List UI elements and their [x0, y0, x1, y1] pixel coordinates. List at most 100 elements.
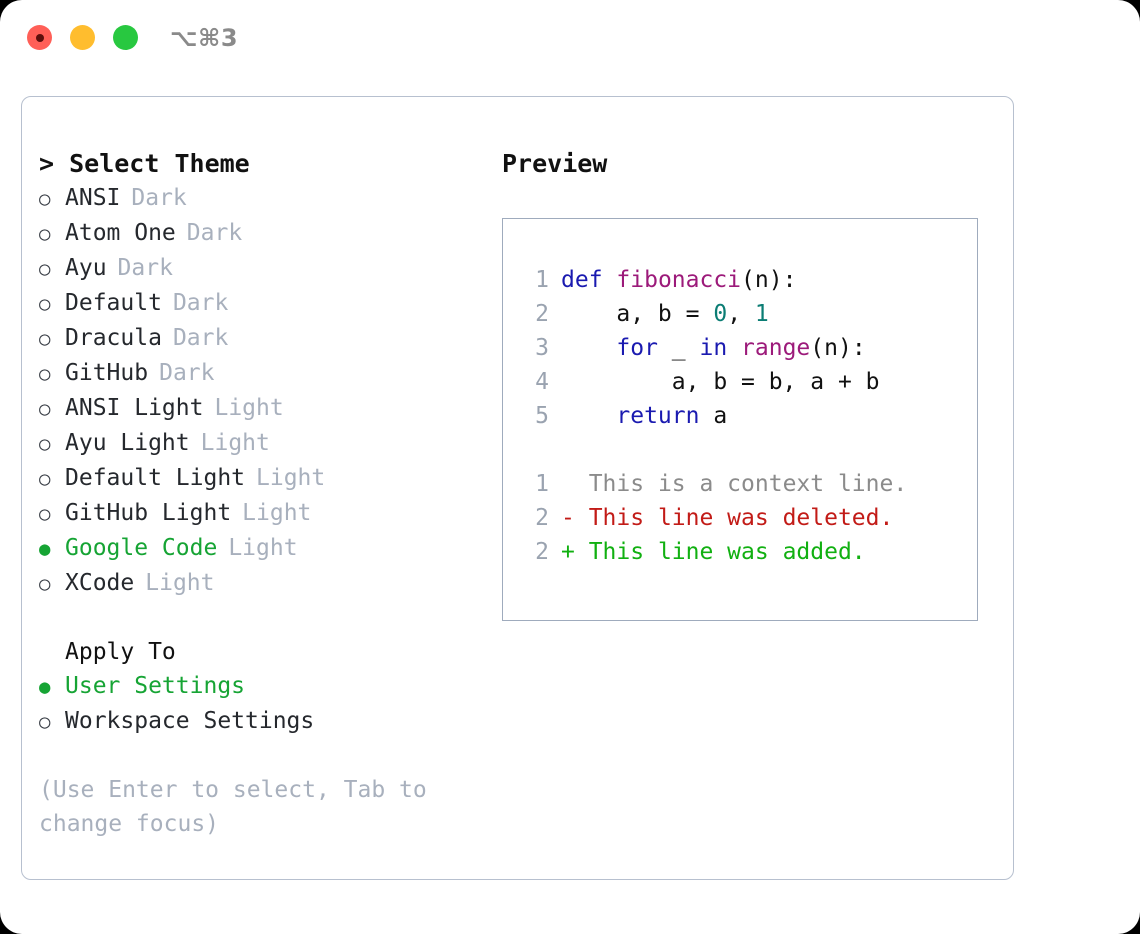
code-line-text: a, b = 0, 1: [561, 297, 769, 331]
code-line: 1 def fibonacci(n):: [515, 263, 907, 297]
theme-option-default[interactable]: ○ Default Dark: [39, 286, 479, 321]
code-line: 3 for _ in range(n):: [515, 331, 907, 365]
code-token-pl: _: [657, 335, 700, 361]
select-theme-heading: > Select Theme: [39, 149, 250, 178]
code-line-number: 4: [535, 369, 549, 395]
radio-unselected-icon: ○: [39, 188, 51, 210]
theme-option-label: Default Light: [65, 465, 246, 491]
radio-unselected-icon: ○: [39, 503, 51, 525]
radio-selected-icon: ●: [39, 538, 51, 560]
theme-variant-tag: Light: [256, 465, 326, 491]
diff-line-number: 2: [535, 539, 549, 565]
theme-option-label: Ayu Light: [65, 430, 190, 456]
apply-to-heading: Apply To: [65, 639, 176, 665]
code-token-pl: [603, 267, 617, 293]
diff-marker: +: [561, 539, 575, 565]
theme-variant-tag: Dark: [186, 220, 243, 246]
code-line-number: 3: [535, 335, 549, 361]
code-token-pl: a, b =: [561, 301, 714, 327]
diff-line: 1 This is a context line.: [515, 467, 907, 501]
theme-variant-tag: Light: [242, 500, 312, 526]
code-line: 2 a, b = 0, 1: [515, 297, 907, 331]
theme-option-label: Atom One: [65, 220, 176, 246]
preview-heading: Preview: [502, 149, 608, 178]
code-token-pl: (n):: [741, 267, 797, 293]
keyboard-hint-text: (Use Enter to select, Tab to change focu…: [39, 777, 441, 837]
apply-to-option-label: Workspace Settings: [65, 708, 315, 734]
theme-option-default-light[interactable]: ○ Default Light Light: [39, 461, 479, 496]
radio-unselected-icon: ○: [39, 433, 51, 455]
radio-unselected-icon: ○: [39, 363, 51, 385]
code-token-num: 0: [713, 301, 728, 327]
radio-unselected-icon: ○: [39, 293, 51, 315]
diff-line-number: 1: [535, 471, 549, 497]
code-line-number: 1: [535, 267, 549, 293]
code-line-number: 2: [535, 301, 549, 327]
code-line-text: def fibonacci(n):: [561, 263, 796, 297]
theme-option-ayu[interactable]: ○ Ayu Dark: [39, 251, 479, 286]
code-token-kw: def: [561, 267, 603, 293]
minimize-button[interactable]: [70, 25, 95, 50]
code-token-fn: fibonacci: [616, 267, 742, 293]
diff-marker: -: [561, 505, 575, 531]
radio-unselected-icon: ○: [39, 223, 51, 245]
theme-variant-tag: Light: [214, 395, 284, 421]
apply-to-option-user-settings[interactable]: ●User Settings: [39, 669, 479, 704]
theme-variant-tag: Dark: [131, 185, 187, 211]
theme-option-label: Dracula: [65, 325, 162, 351]
theme-variant-tag: Dark: [159, 360, 215, 386]
code-token-pl: a, b = b, a + b: [561, 369, 880, 395]
theme-variant-tag: Light: [228, 535, 298, 561]
theme-variant-tag: Dark: [172, 290, 229, 316]
theme-variant-tag: Light: [145, 570, 215, 596]
theme-option-label: Ayu: [65, 255, 107, 281]
apply-to-option-list: ●User Settings○Workspace Settings: [39, 669, 479, 739]
theme-option-ayu-light[interactable]: ○ Ayu Light Light: [39, 426, 479, 461]
theme-variant-tag: Dark: [117, 255, 173, 281]
theme-option-label: Default: [65, 290, 162, 316]
code-token-fn: range: [741, 335, 811, 361]
theme-option-ansi[interactable]: ○ ANSI Dark: [39, 181, 479, 216]
diff-line: 2+ This line was added.: [515, 535, 907, 569]
theme-option-atom-one[interactable]: ○ Atom One Dark: [39, 216, 479, 251]
theme-option-label: XCode: [65, 570, 135, 596]
code-token-kw: in: [699, 335, 728, 361]
maximize-button[interactable]: [113, 25, 138, 50]
code-token-pl: [561, 335, 616, 361]
theme-variant-tag: Light: [200, 430, 270, 456]
code-token-kw: for: [616, 335, 658, 361]
keyboard-shortcut-label: ⌥⌘3: [170, 24, 239, 52]
traffic-lights: [27, 25, 138, 50]
code-token-pl: [561, 403, 616, 429]
radio-unselected-icon: ○: [39, 258, 51, 280]
diff-line-text: This is a context line.: [574, 471, 908, 497]
code-line-text: return a: [561, 399, 727, 433]
code-line: 4 a, b = b, a + b: [515, 365, 907, 399]
code-line-text: for _ in range(n):: [561, 331, 865, 365]
apply-to-option-workspace-settings[interactable]: ○Workspace Settings: [39, 704, 479, 739]
code-token-pl: ,: [727, 301, 755, 327]
close-button[interactable]: [27, 25, 52, 50]
theme-variant-tag: Dark: [172, 325, 229, 351]
code-token-pl: [727, 335, 741, 361]
code-line: 5 return a: [515, 399, 907, 433]
radio-unselected-icon: ○: [39, 468, 51, 490]
code-token-kw: return: [616, 403, 700, 429]
theme-option-label: ANSI: [65, 185, 121, 211]
code-line-text: a, b = b, a + b: [561, 365, 880, 399]
code-token-pl: a: [699, 403, 728, 429]
code-token-num: 1: [754, 301, 769, 327]
diff-line-text: This line was deleted.: [574, 505, 894, 531]
